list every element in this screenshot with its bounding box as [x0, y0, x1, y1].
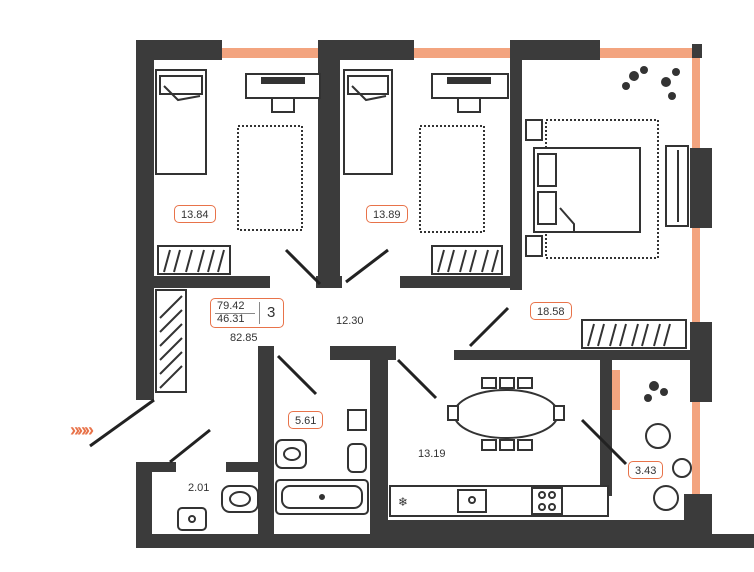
toilet-fixtures — [177, 485, 259, 531]
area-summary: 79.42 46.31 3 — [210, 298, 284, 328]
total-area: 82.85 — [230, 332, 258, 344]
svg-text:❄: ❄ — [398, 495, 408, 509]
summary-vertical-divider — [259, 302, 260, 324]
room-area-bathroom: 5.61 — [288, 411, 324, 429]
room-area-bedroom-2: 13.89 — [366, 205, 408, 223]
bedroom-2-furniture — [343, 69, 509, 275]
kitchen-area: 46.31 — [217, 313, 245, 325]
windows — [222, 48, 700, 495]
room-area-balcony: 3.43 — [628, 461, 664, 479]
plant-icons — [622, 66, 680, 402]
balcony-furniture — [645, 423, 692, 511]
room-area-kitchen: 13.19 — [418, 448, 446, 460]
bathroom-fixtures — [275, 409, 369, 515]
room-area-toilet: 2.01 — [188, 482, 210, 494]
hall-wardrobe — [155, 289, 187, 393]
rooms-count: 3 — [267, 304, 276, 321]
room-area-bedroom-1: 13.84 — [174, 205, 216, 223]
entry-arrow-icon: »»» — [70, 420, 94, 440]
room-area-hall: 12.30 — [336, 315, 364, 327]
room-area-bedroom-3: 18.58 — [530, 302, 572, 320]
dining-table — [447, 377, 565, 451]
kitchen-fixtures: ❄ — [389, 485, 609, 517]
living-area: 79.42 — [217, 300, 245, 312]
walls — [136, 40, 754, 548]
doors — [89, 248, 628, 466]
bedroom-3-furniture — [525, 119, 689, 349]
summary-divider — [215, 313, 255, 314]
bedroom-1-furniture — [155, 69, 321, 275]
